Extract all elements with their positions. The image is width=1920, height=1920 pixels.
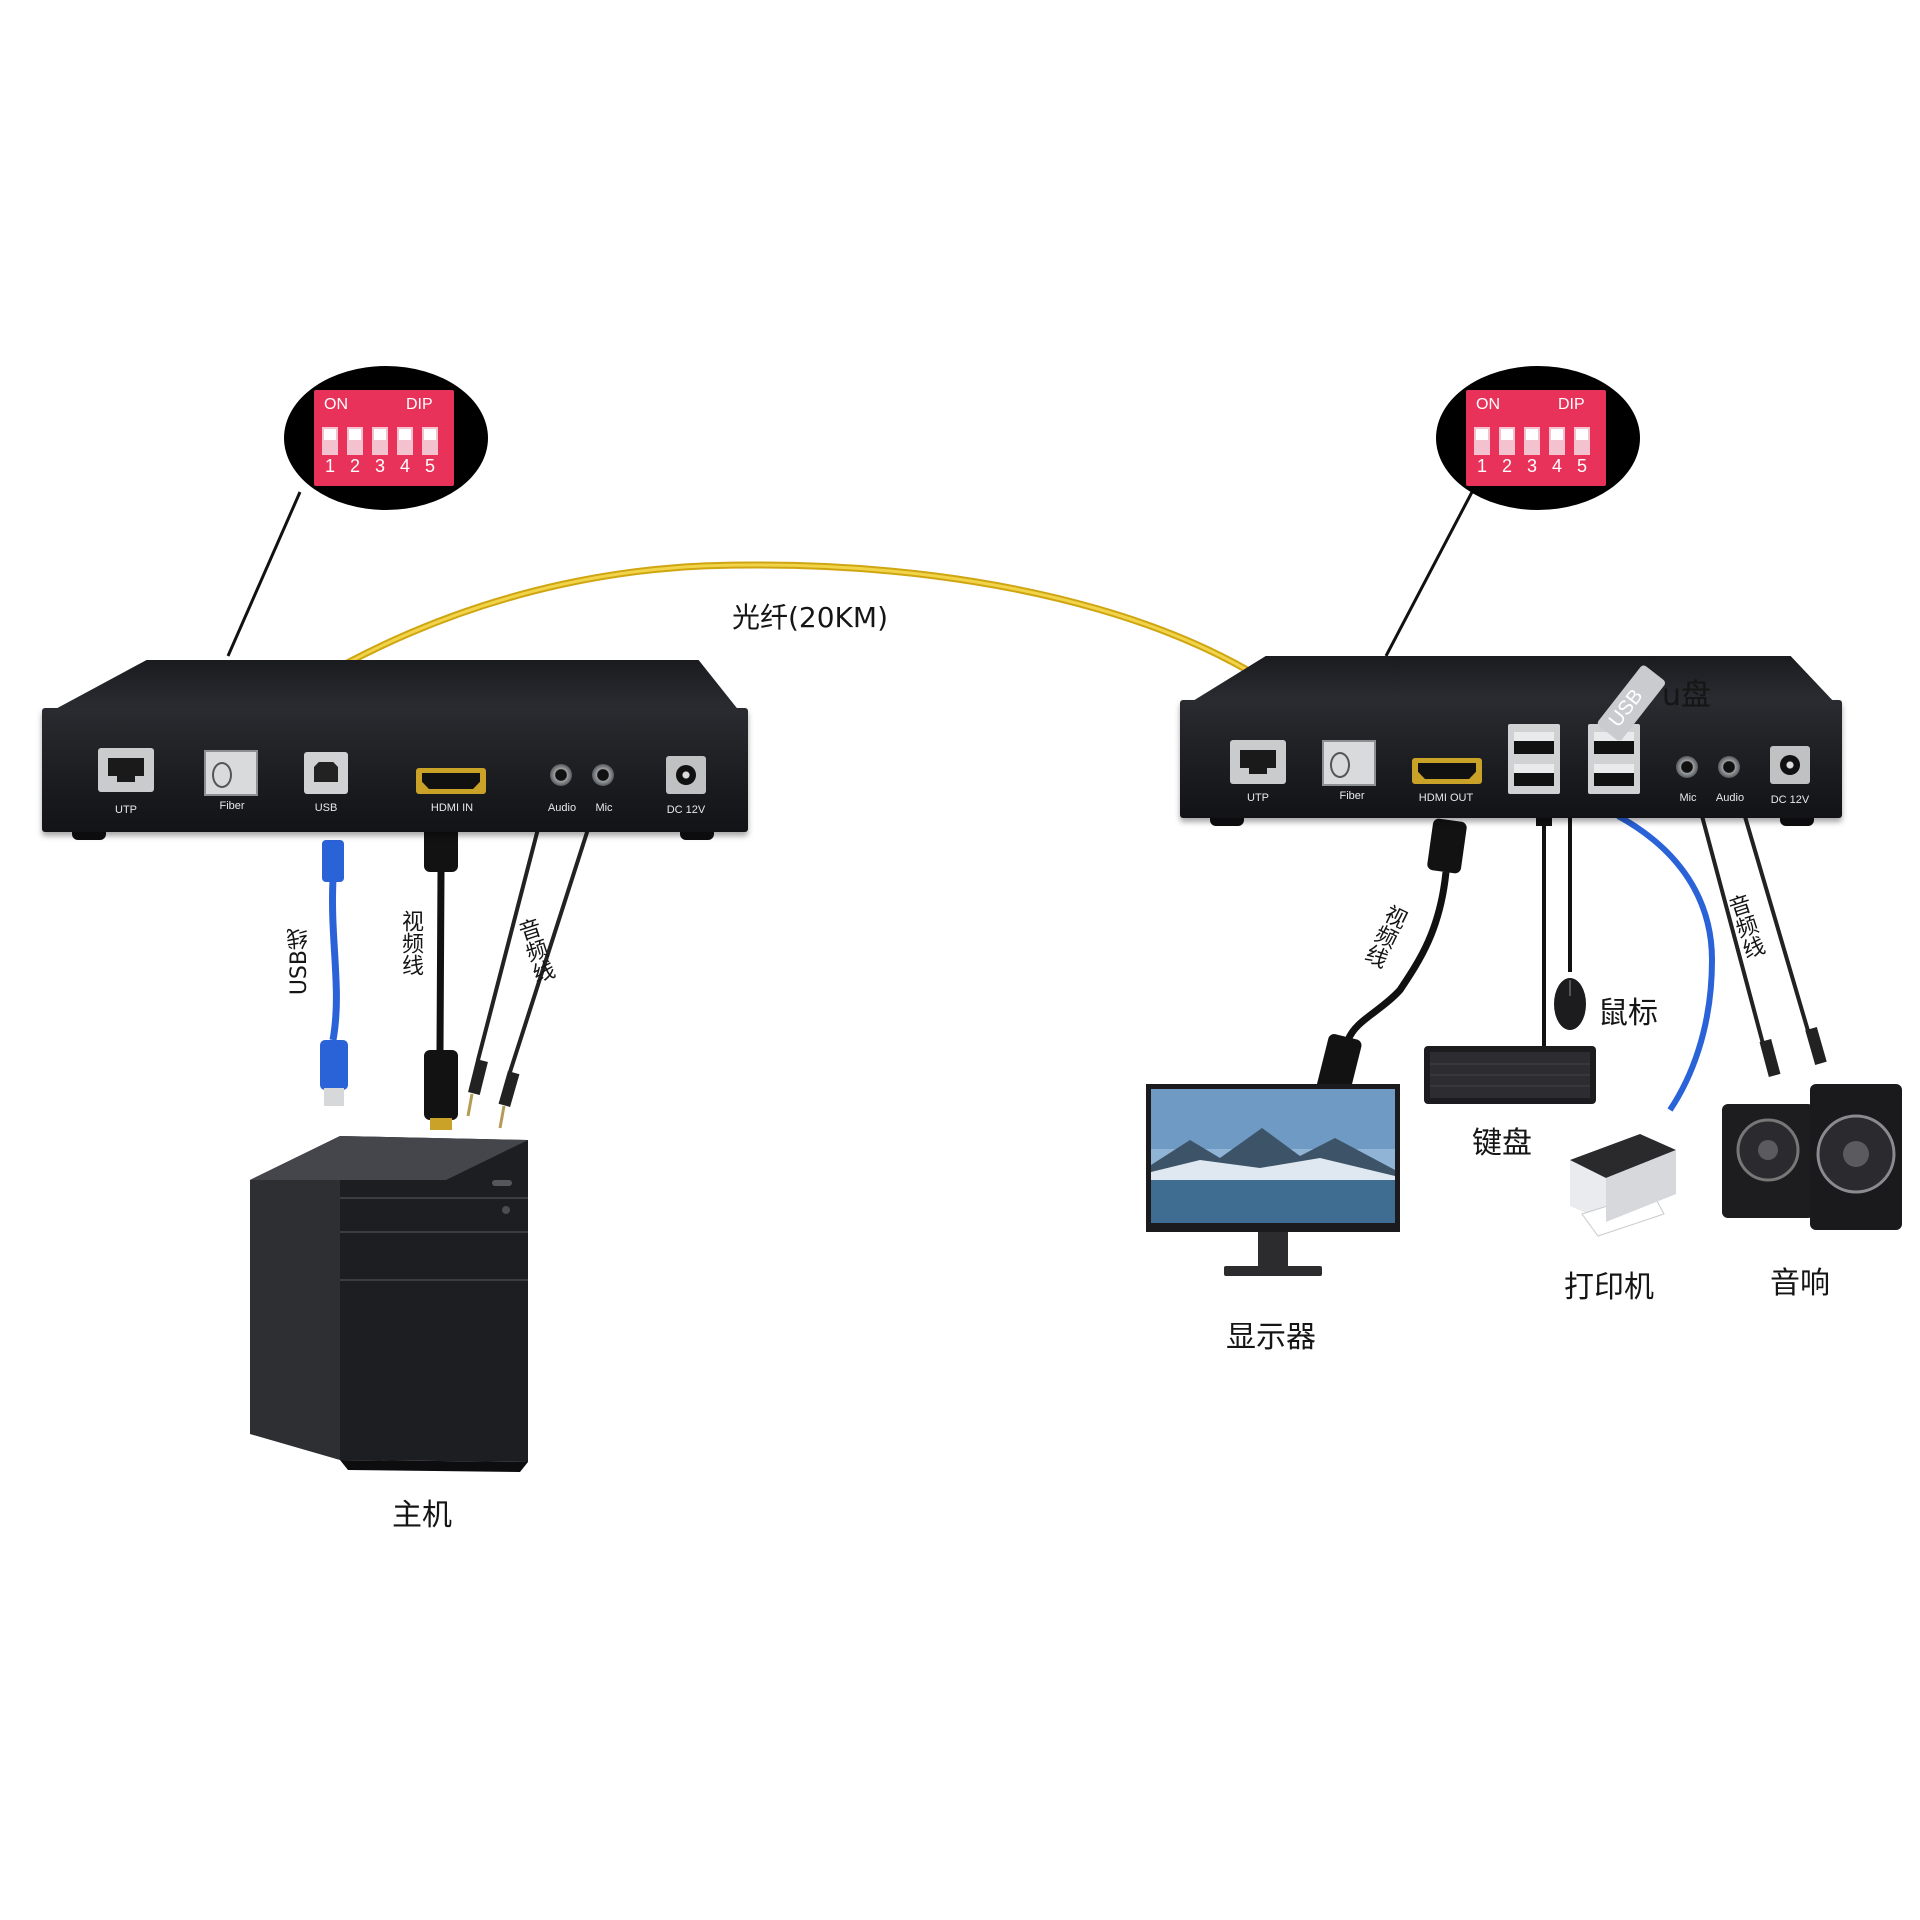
dip-toggle: [1574, 427, 1590, 455]
keyboard: [1424, 1046, 1596, 1104]
dip-number: 4: [399, 456, 410, 476]
hdmi-in-label: HDMI IN: [430, 802, 474, 814]
receiver-dip-callout: ON DIP 1 2 3 4 5: [1436, 366, 1640, 510]
audio-port-label: Audio: [547, 802, 577, 814]
speaker-audio-cable-2: [1734, 785, 1818, 1059]
dc-power-port: [1770, 746, 1810, 784]
audio-jack: [550, 764, 572, 786]
dip-switch: ON DIP 1 2 3 4 5: [1466, 390, 1606, 486]
audio-cable-2: [508, 797, 600, 1073]
host-computer: [250, 1136, 528, 1472]
dip-number: 5: [1576, 456, 1587, 476]
hdmi-plug-bottom: [424, 1050, 458, 1120]
dc-power-port: [666, 756, 706, 794]
mic-jack: [592, 764, 614, 786]
dip-number: 2: [1501, 456, 1512, 476]
printer: [1570, 1134, 1676, 1237]
keyboard-label: 键盘: [1472, 1126, 1532, 1161]
dip-toggle: [322, 427, 338, 455]
dip-number: 3: [374, 456, 385, 476]
dip-number: 4: [1551, 456, 1562, 476]
hdmi-in-port: [416, 768, 486, 794]
usb-port-label: USB: [314, 802, 338, 814]
speakers-label: 音响: [1770, 1266, 1830, 1301]
printer-label: 打印机: [1564, 1270, 1654, 1305]
mic-port-label: Mic: [1679, 792, 1697, 804]
usb-cable-label: USB线: [287, 928, 312, 996]
transmitter-unit: UTP Fiber USB HDMI IN Audio Mic DC 12V: [42, 708, 748, 832]
transmitter-foot: [72, 832, 106, 840]
receiver-foot: [1210, 818, 1244, 826]
receiver-callout-pointer: [1384, 491, 1474, 657]
dip-number: 5: [424, 456, 435, 476]
dip-number: 2: [349, 456, 360, 476]
speakers: [1722, 1084, 1902, 1230]
fiber-port: [1322, 740, 1376, 786]
receiver-top: [1188, 656, 1836, 704]
utp-port: [98, 748, 154, 792]
audio-cable-1: [476, 797, 548, 1061]
speaker-audio-cable-1: [1692, 785, 1772, 1071]
dip-toggle: [1499, 427, 1515, 455]
fiber-port: [204, 750, 258, 796]
fiber-cable-label: 光纤(20KM): [732, 601, 888, 634]
host-label: 主机: [392, 1498, 452, 1533]
transmitter-top: [50, 660, 740, 712]
usb-b-plug: [322, 840, 344, 882]
dip-toggle: [1524, 427, 1540, 455]
hdmi-cable: [436, 871, 445, 1051]
mic-port-label: Mic: [595, 802, 613, 814]
usb-cable: [329, 879, 340, 1041]
audio-jack: [1718, 756, 1740, 778]
dip-toggle: [372, 427, 388, 455]
monitor-label: 显示器: [1226, 1320, 1316, 1355]
utp-port-label: UTP: [1247, 792, 1269, 804]
usb-a-port-stack: [1508, 724, 1560, 794]
mic-jack: [1676, 756, 1698, 778]
hdmi-out-port: [1412, 758, 1482, 784]
video-cable-label: 视频线: [398, 910, 423, 976]
dip-toggle: [1549, 427, 1565, 455]
fiber-port-label: Fiber: [219, 800, 245, 812]
hdmi-plug-top: [424, 820, 458, 872]
dip-number: 1: [1476, 456, 1487, 476]
dc-port-label: DC 12V: [1770, 794, 1810, 806]
dip-number: 3: [1526, 456, 1537, 476]
dip-toggle: [1474, 427, 1490, 455]
dip-label: DIP: [406, 396, 433, 413]
monitor: [1146, 1084, 1400, 1276]
utp-port: [1230, 740, 1286, 784]
receiver-unit: UTP Fiber HDMI OUT Mic Audio DC 12V: [1180, 700, 1842, 818]
dip-toggle: [347, 427, 363, 455]
monitor-hdmi-cable: [1344, 871, 1450, 1042]
usb-drive-label: u盘: [1662, 678, 1712, 713]
mouse: [1554, 978, 1586, 1030]
printer-usb-cable: [1616, 813, 1716, 1112]
transmitter-callout-pointer: [226, 491, 302, 657]
fiber-port-label: Fiber: [1339, 790, 1365, 802]
dip-switch: ON DIP 1 2 3 4 5: [314, 390, 454, 486]
hdmi-out-label: HDMI OUT: [1418, 792, 1474, 804]
usb-a-plug: [324, 1088, 344, 1106]
transmitter-foot: [680, 832, 714, 840]
dip-number: 1: [324, 456, 335, 476]
dip-on-label: ON: [324, 396, 348, 413]
receiver-foot: [1780, 818, 1814, 826]
mouse-label: 鼠标: [1598, 996, 1658, 1031]
transmitter-dip-callout: ON DIP 1 2 3 4 5: [284, 366, 488, 510]
dip-toggle: [422, 427, 438, 455]
dip-on-label: ON: [1476, 396, 1500, 413]
audio-port-label: Audio: [1715, 792, 1745, 804]
utp-port-label: UTP: [115, 804, 137, 816]
dip-toggle: [397, 427, 413, 455]
dc-port-label: DC 12V: [666, 804, 706, 816]
dip-label: DIP: [1558, 396, 1585, 413]
usb-b-port: [304, 752, 348, 794]
